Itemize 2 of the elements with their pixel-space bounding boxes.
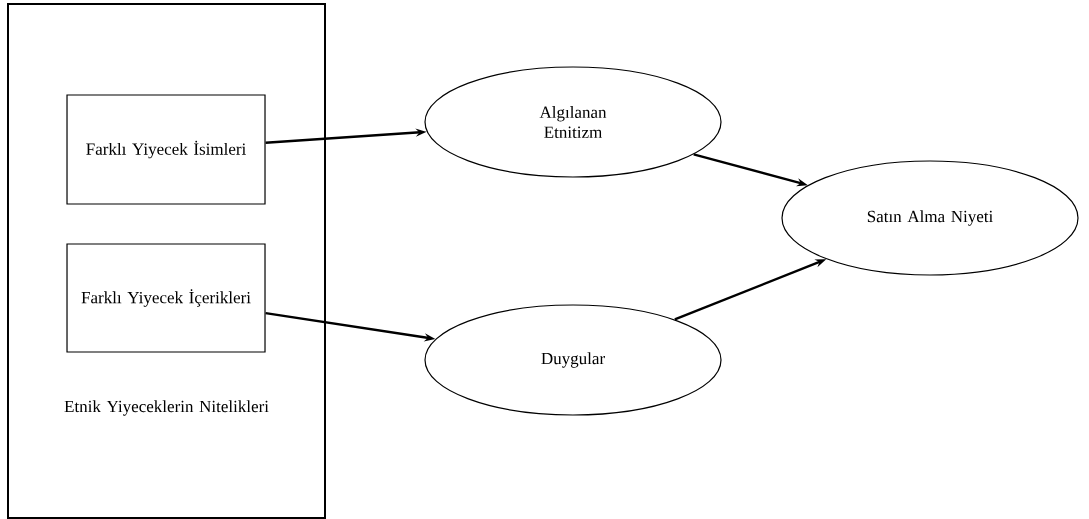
process-box: Farklı Yiyecek İçerikleri (66, 243, 266, 353)
process-box: Farklı Yiyecek İsimleri (66, 94, 266, 205)
